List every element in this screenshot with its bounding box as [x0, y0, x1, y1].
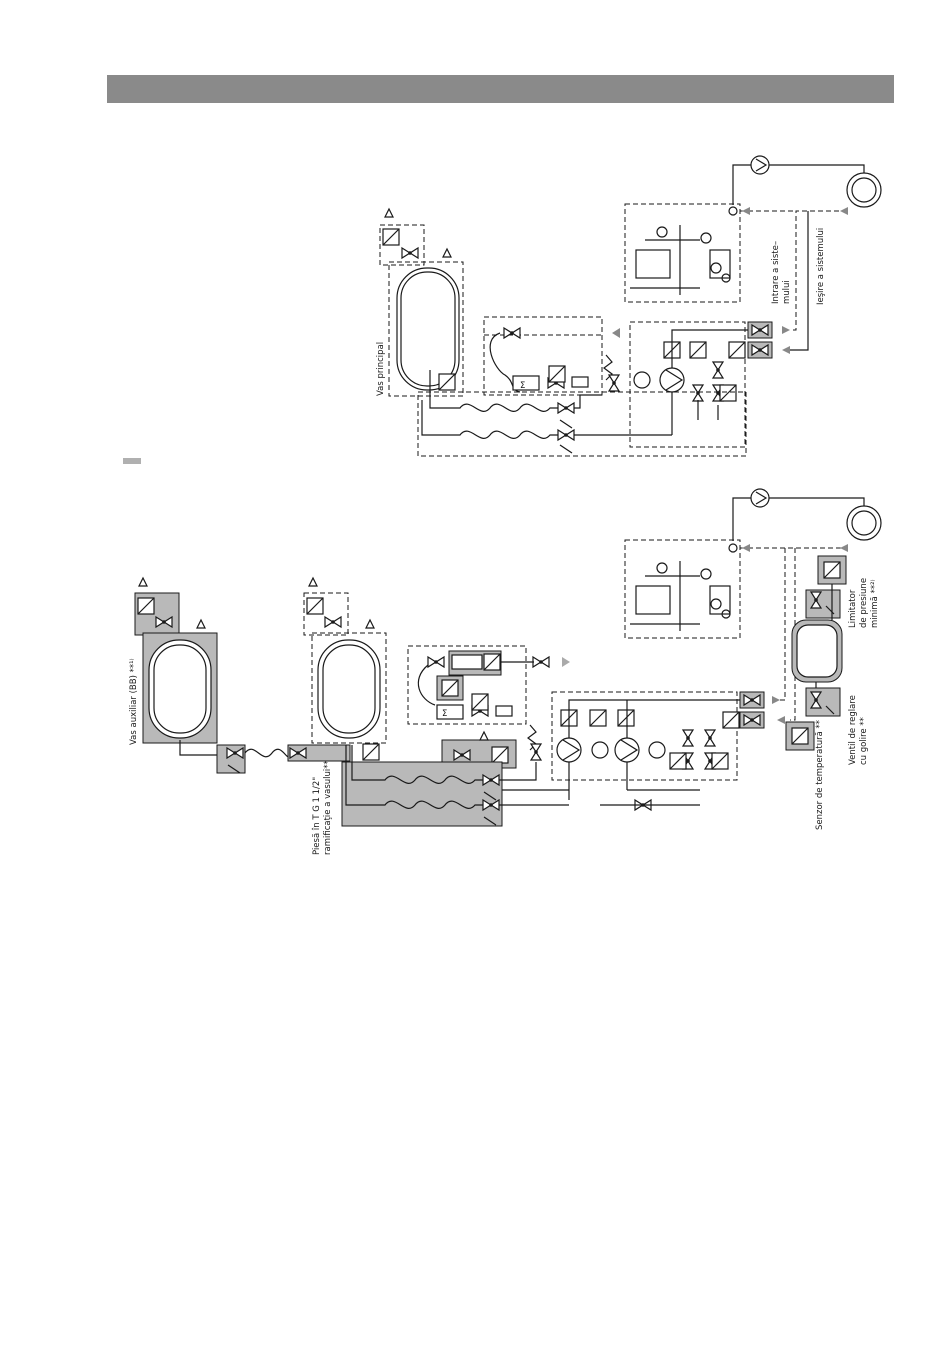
label-aux-vessel: Vas auxiliar (BB) **¹⁾ [129, 658, 139, 745]
svg-text:Σ: Σ [520, 381, 525, 391]
svg-text:Σ: Σ [442, 709, 447, 719]
label-system-outlet: Ieşire a sistemului [816, 228, 826, 305]
consumer-icon-bottom [847, 506, 881, 540]
label-temp-sensor: Senzor de temperatură ** [815, 720, 825, 830]
label-system-inlet: Intrare a siste– mului [771, 238, 792, 304]
system-pump-icon-bottom [751, 489, 769, 507]
label-regulating-valve-line1: Ventil de reglare [848, 695, 858, 765]
label-system-inlet-line1: Intrare a siste– [771, 241, 781, 304]
label-regulating-valve: Ventil de reglare cu golire ** [848, 692, 869, 765]
diagram-bottom: Vas auxiliar (BB) **¹⁾ Piesă în T G 1 1/… [129, 489, 881, 855]
pressure-vessel-icon [792, 620, 842, 682]
label-tpiece-line1: Piesă în T G 1 1/2" [312, 777, 322, 855]
label-tpiece-line2: ramificaţie a vasului** [323, 760, 333, 855]
label-min-pressure-line1: Limitator [848, 589, 858, 628]
auxiliary-vessel [149, 640, 211, 738]
diagram-top: Vas principal Σ [376, 156, 881, 456]
label-min-pressure-line2: de presiune [859, 578, 869, 628]
label-tpiece: Piesă în T G 1 1/2" ramificaţie a vasulu… [312, 760, 333, 855]
main-vessel [397, 268, 459, 390]
label-main-vessel: Vas principal [376, 342, 386, 396]
label-min-pressure: Limitator de presiune minimă **²⁾ [848, 575, 880, 628]
label-min-pressure-line3: minimă **²⁾ [870, 579, 880, 628]
boiler-icon-bottom [630, 544, 737, 631]
main-vessel-bottom [318, 640, 380, 738]
boiler-icon [630, 207, 737, 295]
label-regulating-valve-line2: cu golire ** [859, 717, 869, 765]
system-pump-icon [751, 156, 769, 174]
consumer-icon [847, 173, 881, 207]
label-system-inlet-line2: mului [782, 280, 792, 304]
